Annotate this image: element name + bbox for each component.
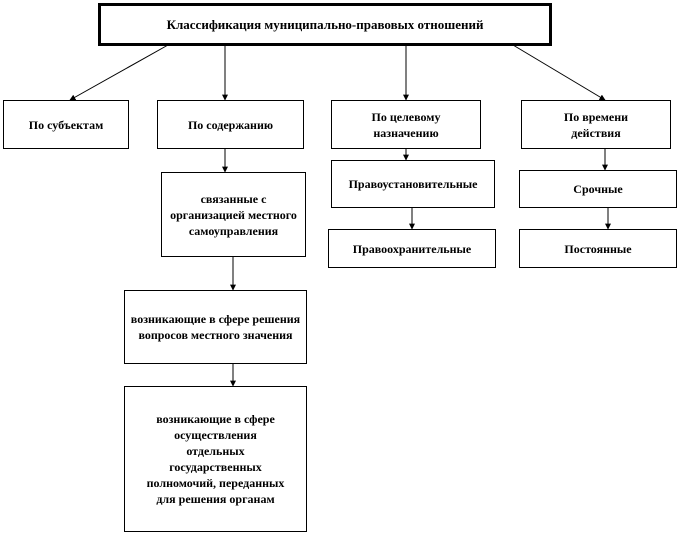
diagram-title-text: Классификация муниципально-правовых отно…	[166, 16, 484, 32]
content-item-3-text: возникающие в сфере осуществления отдель…	[146, 412, 285, 506]
content-item-1: связанные с организацией местного самоуп…	[161, 172, 306, 257]
category-purpose: По целевому назначению	[331, 100, 481, 149]
time-item-1: Срочные	[519, 170, 677, 208]
content-item-2-text: возникающие в сфере решения вопросов мес…	[130, 312, 301, 342]
purpose-item-1: Правоустановительные	[331, 160, 495, 208]
content-item-2: возникающие в сфере решения вопросов мес…	[124, 290, 307, 364]
time-item-2: Постоянные	[519, 229, 677, 268]
content-item-3: возникающие в сфере осуществления отдель…	[124, 386, 307, 532]
content-item-1-text: связанные с организацией местного самоуп…	[170, 191, 297, 238]
category-purpose-label: По целевому назначению	[371, 109, 441, 140]
purpose-item-2-text: Правоохранительные	[352, 241, 472, 256]
category-time: По времени действия	[521, 100, 671, 149]
arrow-title-to-subjects	[69, 44, 169, 101]
category-time-label: По времени действия	[563, 109, 629, 140]
category-subjects: По субъектам	[3, 100, 129, 149]
purpose-item-2: Правоохранительные	[328, 229, 496, 268]
arrow-title-to-time	[512, 44, 606, 101]
category-subjects-label: По субъектам	[28, 117, 104, 132]
time-item-2-text: Постоянные	[564, 241, 632, 256]
category-content: По содержанию	[157, 100, 304, 149]
diagram-title: Классификация муниципально-правовых отно…	[98, 3, 552, 46]
category-content-label: По содержанию	[187, 117, 274, 132]
purpose-item-1-text: Правоустановительные	[348, 177, 478, 191]
time-item-1-text: Срочные	[573, 182, 623, 196]
